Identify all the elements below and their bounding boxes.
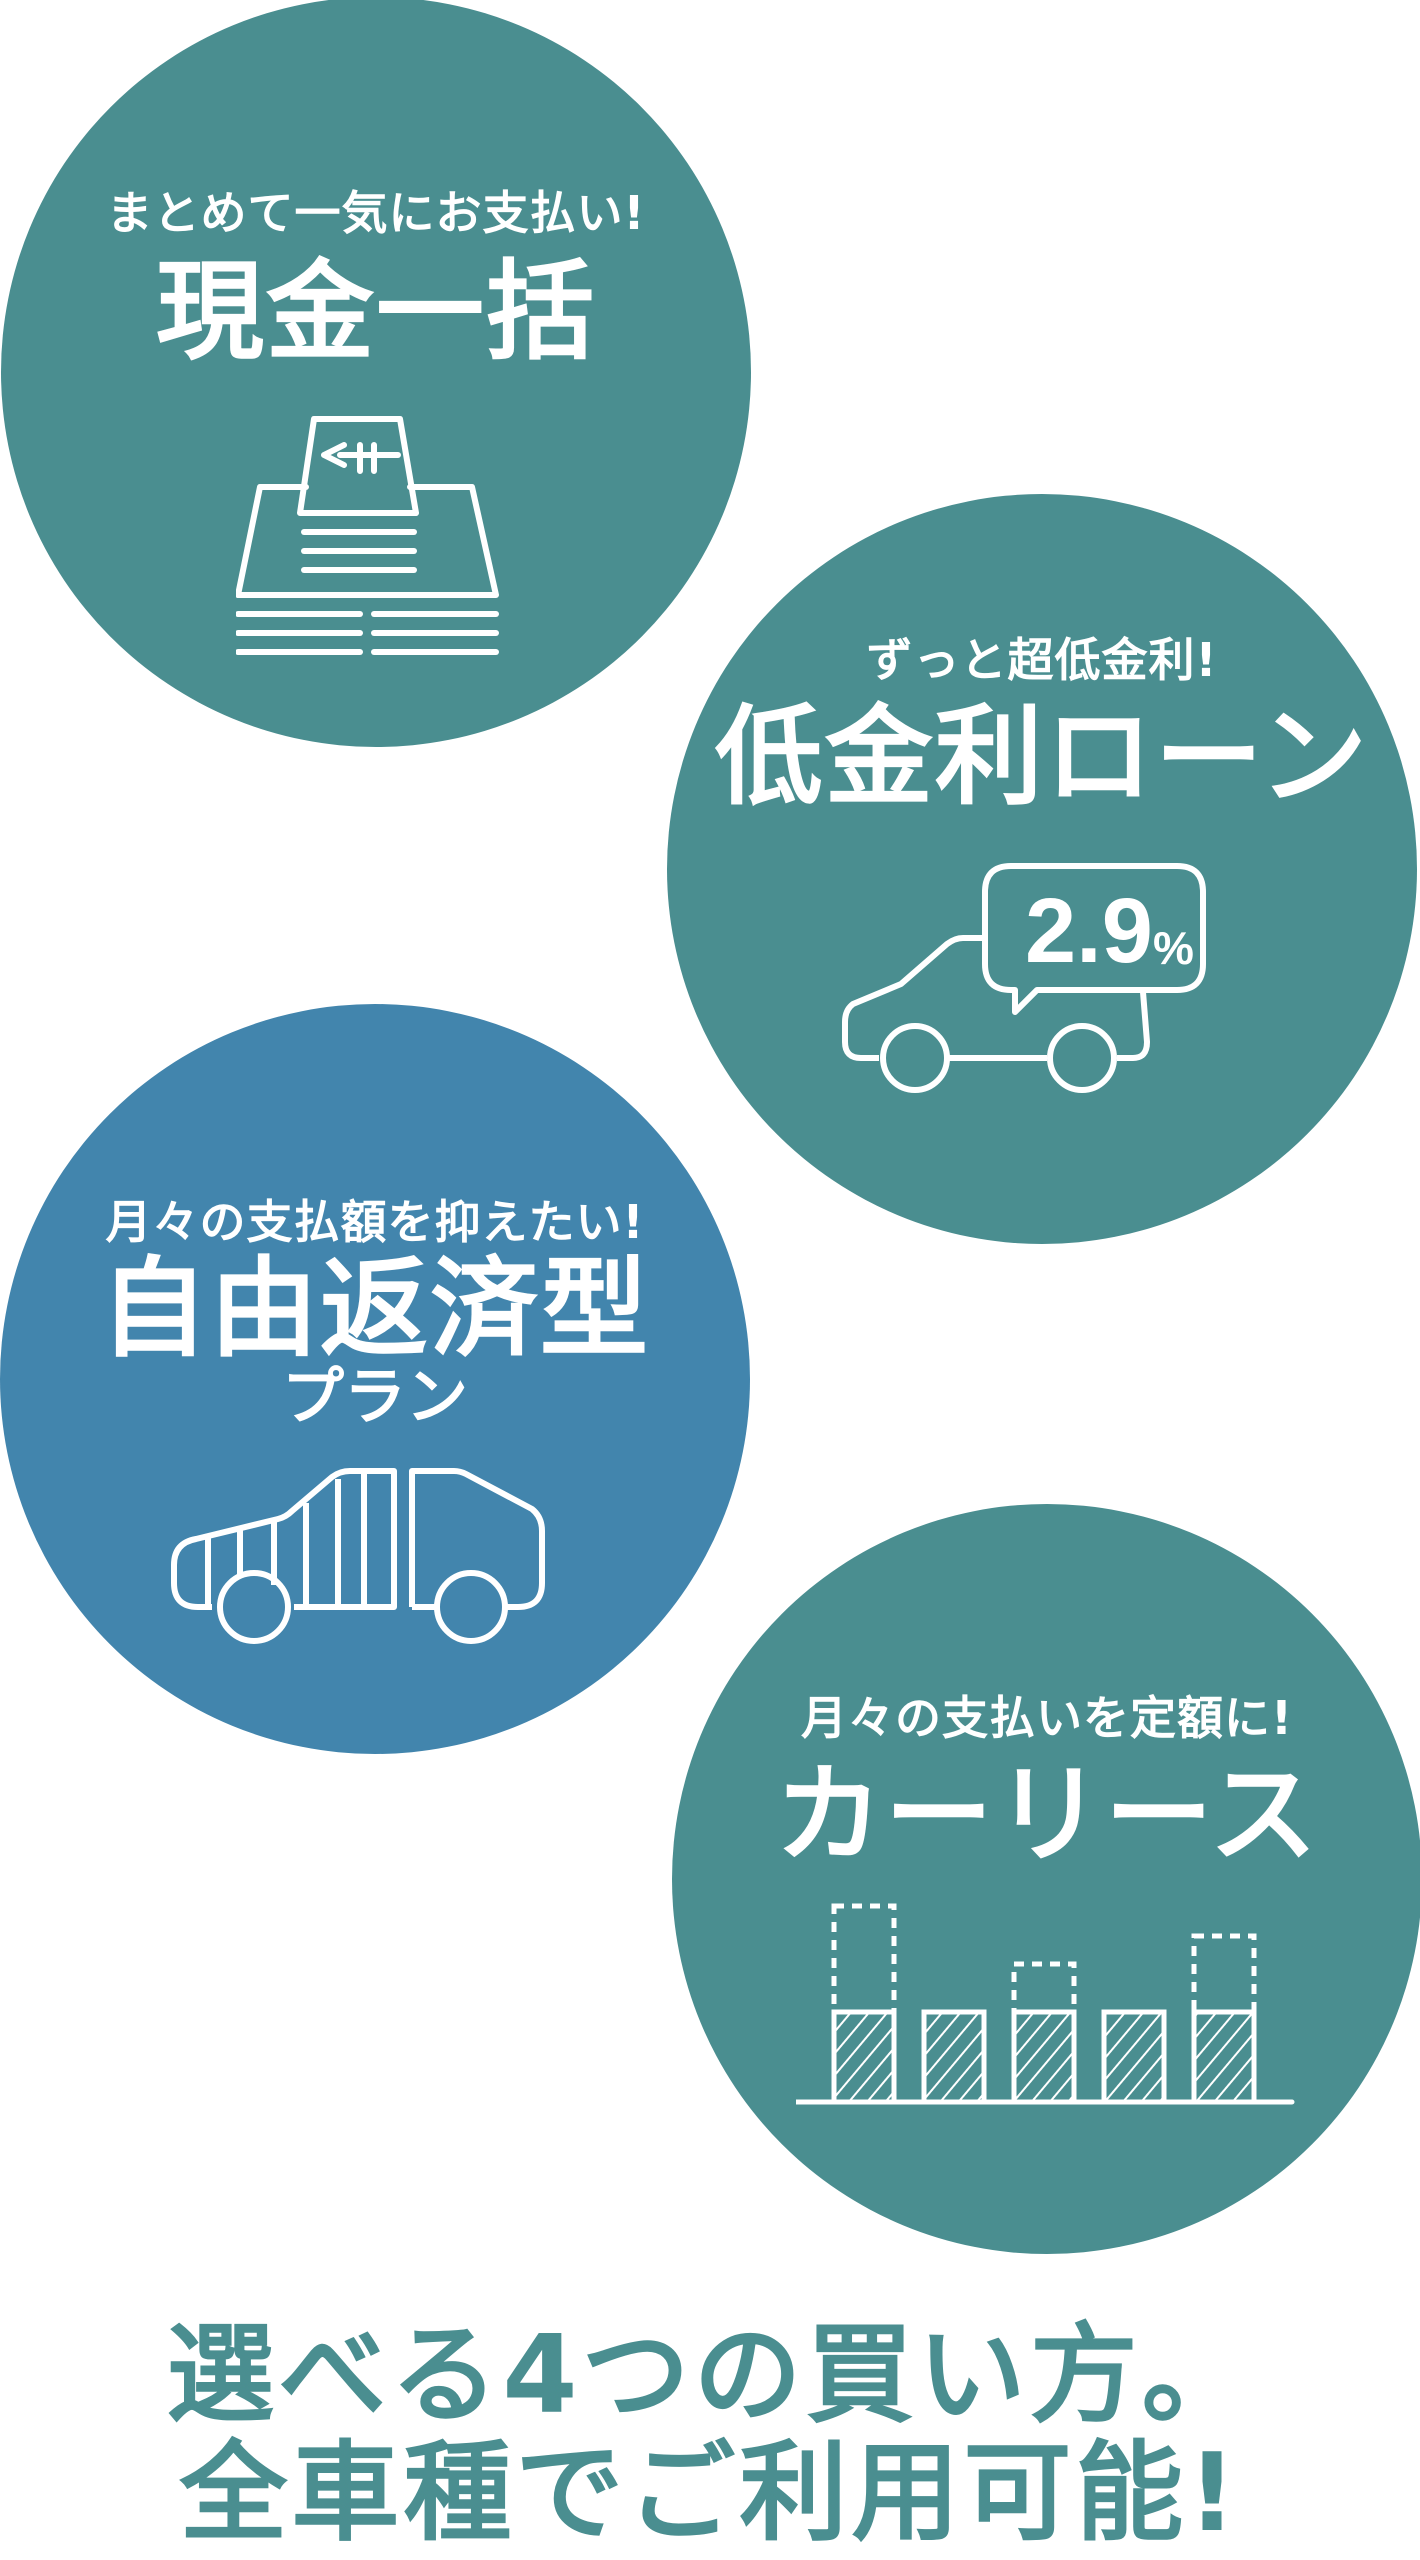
plan-cash-circle: まとめて一気にお支払い! 現金一括	[1, 0, 751, 747]
plan-loan-subtitle: ずっと超低金利!	[866, 633, 1218, 687]
plan-lease-subtitle: 月々の支払いを定額に!	[801, 1691, 1293, 1745]
footer-headline-line1: 選べる4つの買い方。	[166, 2313, 1254, 2438]
plan-flexible-circle: 月々の支払額を抑えたい! 自由返済型 プラン	[0, 1004, 750, 1754]
cash-stack-icon	[236, 416, 499, 655]
plan-flexible-subtitle: 月々の支払額を抑えたい!	[105, 1195, 645, 1249]
plan-loan-circle: ずっと超低金利! 低金利ローン 2.9 %	[667, 494, 1417, 1244]
plan-lease-circle: 月々の支払いを定額に! カーリース	[672, 1504, 1420, 2254]
plan-cash-title: 現金一括	[155, 250, 596, 375]
fixed-payment-bars-icon	[796, 1903, 1295, 2105]
plan-flexible-title: 自由返済型	[99, 1247, 650, 1372]
car-rate-bubble-icon: 2.9 %	[842, 863, 1206, 1093]
plan-loan-title: 低金利ローン	[714, 695, 1370, 820]
footer-headline-line2: 全車種でご利用可能!	[179, 2431, 1241, 2556]
plan-cash-subtitle: まとめて一気にお支払い!	[106, 186, 646, 240]
plan-flexible-title-sub: プラン	[281, 1360, 468, 1433]
svg-text:%: %	[1153, 922, 1194, 974]
svg-text:2.9: 2.9	[1025, 880, 1153, 982]
car-split-payment-icon	[171, 1468, 545, 1644]
plan-lease-title: カーリース	[774, 1753, 1320, 1878]
